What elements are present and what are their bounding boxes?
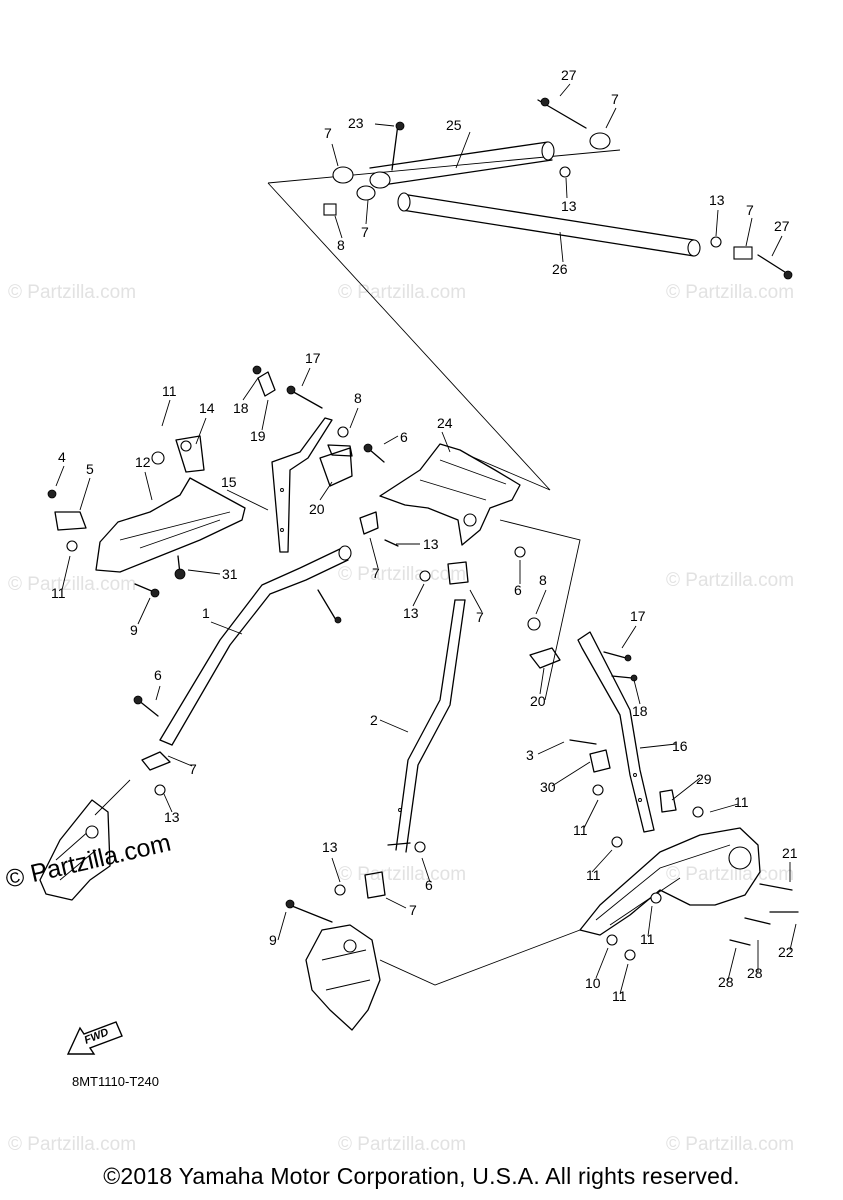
watermark: © Partzilla.com [8, 1134, 136, 1155]
callout-7: 7 [476, 609, 484, 625]
callout-29: 29 [696, 771, 712, 787]
watermark: © Partzilla.com [8, 574, 136, 595]
stay-15 [252, 365, 353, 624]
callout-13: 13 [403, 605, 419, 621]
callout-10: 10 [585, 975, 601, 991]
watermark: © Partzilla.com [338, 282, 466, 303]
callout-18: 18 [233, 400, 249, 416]
cover-24 [319, 443, 526, 585]
callout-13: 13 [164, 809, 180, 825]
lower-bar-26 [397, 192, 793, 280]
callout-5: 5 [86, 461, 94, 477]
callout-24: 24 [437, 415, 453, 431]
callout-26: 26 [552, 261, 568, 277]
watermark: © Partzilla.com [338, 864, 466, 885]
left-mount [39, 799, 111, 901]
callout-13: 13 [709, 192, 725, 208]
callout-13: 13 [423, 536, 439, 552]
callout-11: 11 [586, 867, 601, 883]
watermark: © Partzilla.com [338, 1134, 466, 1155]
callout-11: 11 [162, 383, 177, 399]
callout-11: 11 [612, 988, 627, 1004]
callout-11: 11 [734, 794, 749, 810]
fwd-arrow-icon: FWD [64, 1020, 126, 1065]
callout-8: 8 [354, 390, 362, 406]
right-bracket [579, 827, 799, 961]
callout-11: 11 [640, 931, 655, 947]
callout-13: 13 [561, 198, 577, 214]
callout-20: 20 [530, 693, 546, 709]
callout-7: 7 [324, 125, 332, 141]
callout-13: 13 [322, 839, 338, 855]
callout-27: 27 [561, 67, 577, 83]
callout-6: 6 [425, 877, 433, 893]
watermark: © Partzilla.com [666, 570, 794, 591]
upper-bar-25 [323, 97, 611, 216]
center-mount [285, 899, 381, 1031]
callout-3: 3 [526, 747, 534, 763]
callout-17: 17 [630, 608, 646, 624]
callout-9: 9 [130, 622, 138, 638]
callout-6: 6 [514, 582, 522, 598]
diagram-code: 8MT1110-T240 [72, 1074, 159, 1089]
stay-16 [527, 617, 704, 833]
callout-27: 27 [774, 218, 790, 234]
callout-8: 8 [337, 237, 345, 253]
callout-20: 20 [309, 501, 325, 517]
callout-7: 7 [372, 565, 380, 581]
left-bracket-12 [47, 435, 246, 598]
watermark: © Partzilla.com [666, 864, 794, 885]
watermark: © Partzilla.com [8, 282, 136, 303]
callout-12: 12 [135, 454, 151, 470]
callout-7: 7 [361, 224, 369, 240]
callout-22: 22 [778, 944, 794, 960]
fwd-arrow-shape: FWD [66, 1021, 123, 1055]
callout-1: 1 [202, 605, 210, 621]
callout-23: 23 [348, 115, 364, 131]
watermark: © Partzilla.com [338, 564, 466, 585]
callout-4: 4 [58, 449, 66, 465]
callout-28: 28 [718, 974, 734, 990]
callout-19: 19 [250, 428, 266, 444]
callout-21: 21 [782, 845, 798, 861]
callout-25: 25 [446, 117, 462, 133]
guide-lines [94, 149, 621, 986]
callout-2: 2 [370, 712, 378, 728]
tube-2 [334, 599, 466, 899]
callout-6: 6 [154, 667, 162, 683]
tube-1 [133, 511, 379, 796]
watermark-large: © Partzilla.com [3, 829, 173, 894]
callouts: 27 7 23 25 7 13 8 7 26 13 7 27 17 11 14 … [51, 67, 798, 1004]
callout-30: 30 [540, 779, 556, 795]
watermark: © Partzilla.com [666, 1134, 794, 1155]
callout-6: 6 [400, 429, 408, 445]
leader-lines [55, 83, 797, 995]
callout-8: 8 [539, 572, 547, 588]
callout-15: 15 [221, 474, 237, 490]
callout-17: 17 [305, 350, 321, 366]
callout-7: 7 [611, 91, 619, 107]
callout-28: 28 [747, 965, 763, 981]
callout-7: 7 [746, 202, 754, 218]
callout-11: 11 [51, 585, 66, 601]
callout-14: 14 [199, 400, 215, 416]
callout-16: 16 [672, 738, 688, 754]
callout-18: 18 [632, 703, 648, 719]
callout-31: 31 [222, 566, 238, 582]
copyright-footer: ©2018 Yamaha Motor Corporation, U.S.A. A… [103, 1163, 740, 1189]
callout-9: 9 [269, 932, 277, 948]
callout-11: 11 [573, 822, 588, 838]
callout-7: 7 [409, 902, 417, 918]
watermark: © Partzilla.com [666, 282, 794, 303]
callout-7: 7 [189, 761, 197, 777]
